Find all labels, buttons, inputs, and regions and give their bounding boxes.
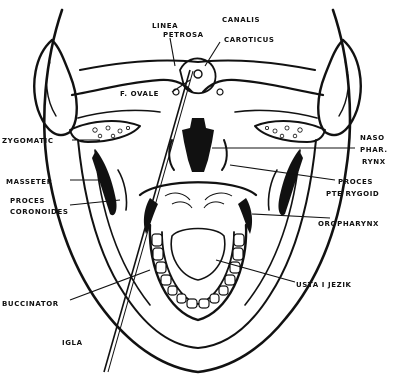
tongue [171,229,225,281]
label-proces-2: PROCES [338,178,373,186]
left-ear-inner [47,62,56,116]
foramen-circle-1 [194,70,202,78]
zygomatic-right [255,121,325,142]
right-ear [318,40,360,135]
coronoid-left [118,170,127,210]
right-ear-inner [339,62,348,116]
label-buccinator: BUCCINATOR [2,300,59,308]
zygomatic-left [70,121,140,142]
teeth [152,234,244,308]
middle-fossa-right [235,110,317,118]
foramen-circle-2 [217,89,223,95]
middle-fossa-left [78,110,160,118]
tonsil-texture [165,193,232,208]
label-usta-jezik: USTA I JEZIK [296,281,352,289]
pointer-canalis [205,42,220,66]
label-masseter: MASSETER [6,178,53,186]
label-caroticus: CAROTICUS [224,36,275,44]
pterygoid-right [222,140,227,170]
label-proces-1: PROCES [10,197,45,205]
label-phar: PHAR. [360,146,388,154]
pointer-linea-petrosa [170,38,175,66]
outer-face-outline [44,10,350,372]
label-pterygoid: PTE RYGOID [326,190,379,198]
pterygoid-left [169,140,174,170]
pointer-oropharynx [252,214,330,218]
needle-shaft [104,70,190,372]
label-naso: NASO [360,134,385,142]
label-coronoides: CORONOIDES [10,208,68,216]
label-oropharynx: OROPHARYNX [318,220,379,228]
label-igla: IGLA [62,339,83,347]
label-petrosa: PETROSA [163,31,204,39]
pointer-pterygoid [230,165,335,180]
label-zygomatic: ZYGOMATIC [2,137,54,145]
label-rynx: RYNX [362,158,386,166]
petrous-ridge-right [203,80,323,95]
skull-base-top [80,60,315,70]
label-linea: LINEA [152,22,178,30]
coronoid-right [268,170,277,210]
label-f-ovale: F. OVALE [120,90,159,98]
left-ear [34,40,76,135]
label-canalis: CANALIS [222,16,260,24]
nasopharynx-shape [182,118,214,172]
